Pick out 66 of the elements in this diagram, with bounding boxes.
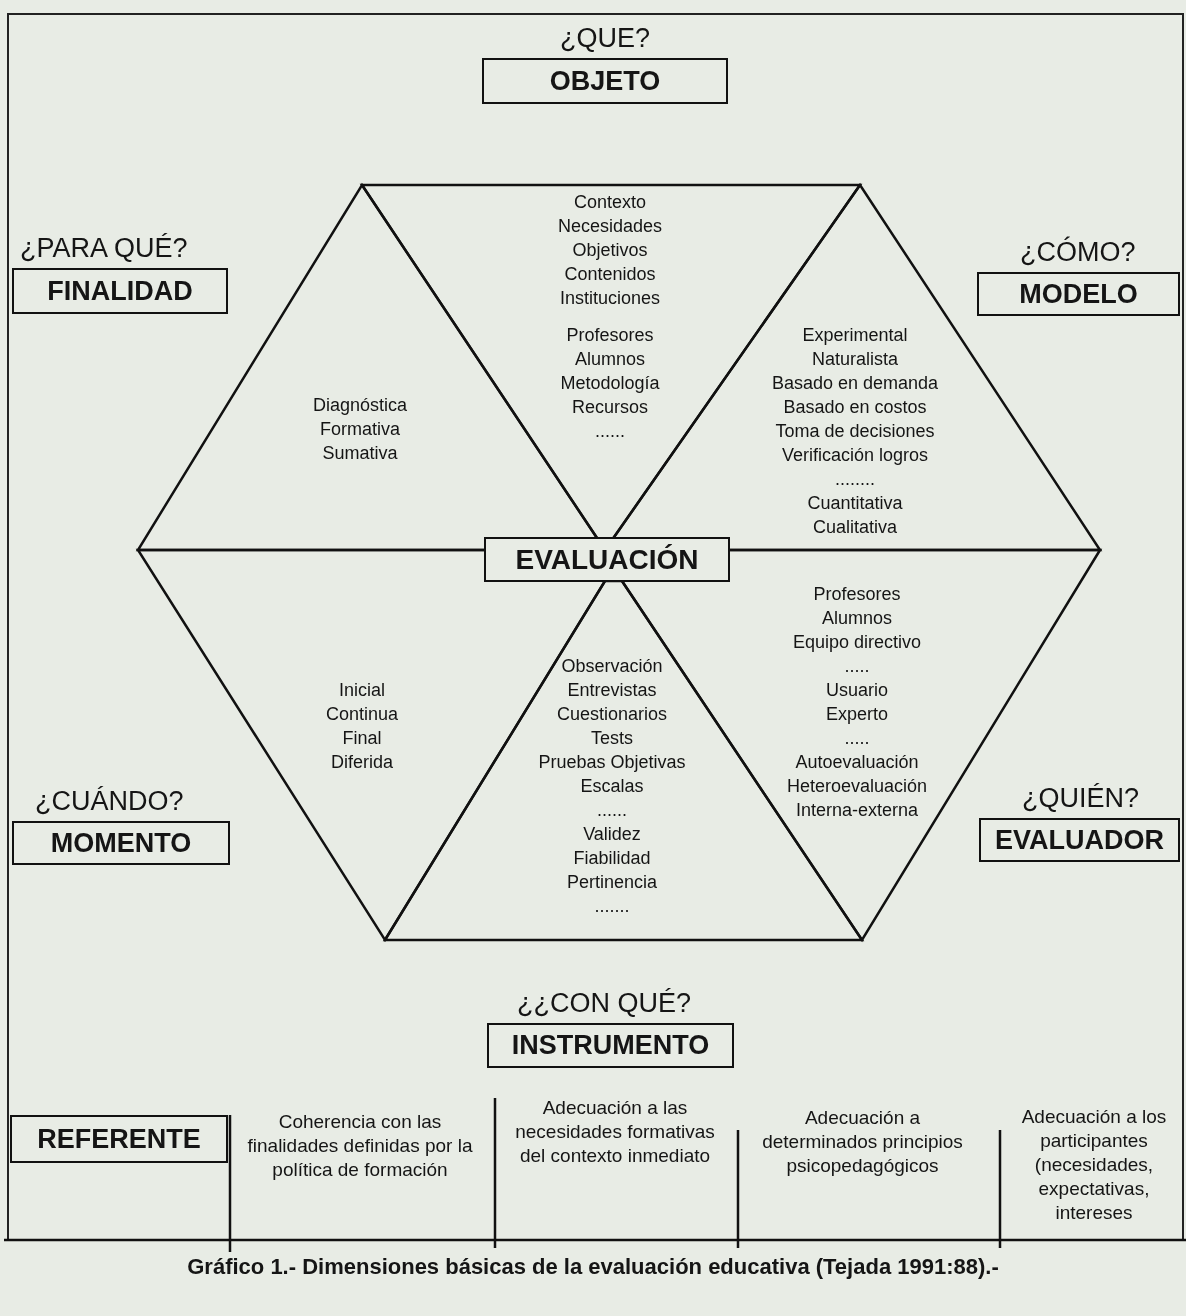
list-item: Observación	[561, 655, 663, 678]
list-item: Heteroevaluación	[786, 775, 928, 798]
list-item: Fiabilidad	[573, 847, 651, 870]
list-item: Continua	[325, 703, 399, 726]
list-item: Tests	[591, 727, 633, 750]
list-item: ........	[835, 468, 875, 491]
list-item: Metodología	[560, 372, 660, 395]
list-item: Cualitativa	[813, 516, 897, 539]
list-item: Experimental	[802, 324, 908, 347]
list-item: Objetivos	[572, 239, 648, 262]
question-heading: ¿¿CON QUÉ?	[516, 987, 692, 1019]
list-item: Instituciones	[559, 287, 661, 310]
question-heading: ¿QUE?	[559, 22, 651, 54]
list-item: Diferida	[331, 751, 393, 774]
list-item: Pertinencia	[566, 871, 657, 894]
list-item: .......	[594, 895, 630, 918]
list-item: Experto	[825, 703, 888, 726]
central-concept-box: EVALUACIÓN	[484, 537, 730, 582]
dimension-box: OBJETO	[482, 58, 728, 104]
list-item: Profesores	[566, 324, 654, 347]
list-item: Pruebas Objetivas	[538, 751, 686, 774]
dimension-box: INSTRUMENTO	[487, 1023, 734, 1068]
list-item: Basado en demanda	[771, 372, 939, 395]
question-heading: ¿PARA QUÉ?	[19, 232, 189, 264]
dimension-box: REFERENTE	[10, 1115, 228, 1163]
list-item: Entrevistas	[567, 679, 657, 702]
list-item: Alumnos	[575, 348, 645, 371]
list-item: Autoevaluación	[795, 751, 919, 774]
list-item: Verificación logros	[781, 444, 929, 467]
list-item: Sumativa	[322, 442, 398, 465]
list-item: Contexto	[573, 191, 646, 214]
question-heading: ¿CUÁNDO?	[34, 785, 185, 817]
criterion-text: Adecuación a las necesidades formativas del contexto inmediato	[514, 1096, 716, 1168]
list-item: Final	[342, 727, 382, 750]
list-item: Necesidades	[557, 215, 663, 238]
criterion-text: Adecuación a determinados principios psicopedagógicos	[761, 1106, 964, 1178]
list-item: Usuario	[826, 679, 888, 702]
list-item: Inicial	[339, 679, 385, 702]
list-item: Basado en costos	[783, 396, 927, 419]
list-item: Diagnóstica	[312, 394, 408, 417]
list-item: Formativa	[320, 418, 400, 441]
list-item: Cuestionarios	[556, 703, 667, 726]
list-item: Escalas	[580, 775, 644, 798]
dimension-box: EVALUADOR	[979, 818, 1180, 862]
list-item: Recursos	[572, 396, 648, 419]
list-item: Toma de decisiones	[775, 420, 935, 443]
dimension-box: MOMENTO	[12, 821, 230, 865]
list-item: Profesores	[813, 583, 901, 606]
list-item: Cuantitativa	[807, 492, 903, 515]
list-item: Alumnos	[822, 607, 892, 630]
criterion-text: Adecuación a los participantes (necesidades, expectativas, intereses	[1020, 1105, 1168, 1225]
list-item: ......	[597, 799, 627, 822]
figure-caption: Gráfico 1.- Dimensiones básicas de la evaluación educativa (Tejada 1991:88).-	[186, 1254, 1000, 1280]
list-item: Contenidos	[564, 263, 656, 286]
list-item: .....	[844, 655, 870, 678]
list-item: Naturalista	[812, 348, 898, 371]
question-heading: ¿CÓMO?	[1019, 236, 1137, 268]
list-item: Validez	[583, 823, 641, 846]
criterion-text: Coherencia con las finalidades definidas por la política de formación	[246, 1110, 474, 1182]
list-item: Equipo directivo	[792, 631, 922, 654]
list-item: .....	[844, 727, 870, 750]
list-item: Interna-externa	[795, 799, 919, 822]
dimension-box: FINALIDAD	[12, 268, 228, 314]
dimension-box: MODELO	[977, 272, 1180, 316]
question-heading: ¿QUIÉN?	[1021, 782, 1141, 814]
list-item: ......	[595, 420, 625, 443]
